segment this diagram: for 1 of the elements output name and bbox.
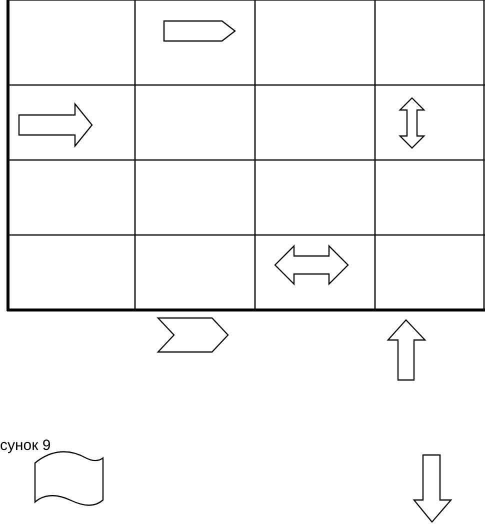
figure-caption: сунок 9: [0, 437, 51, 454]
